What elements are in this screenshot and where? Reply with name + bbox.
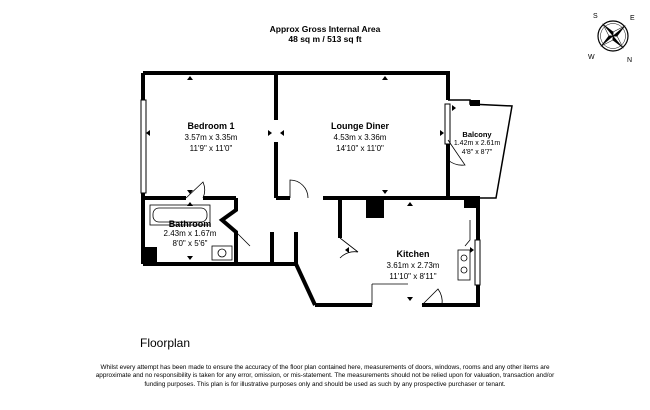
compass-icon: S W N E bbox=[588, 13, 635, 64]
room-label-lounge: Lounge Diner 4.53m x 3.36m 14'10" x 11'0… bbox=[290, 121, 430, 154]
bedroom-imperial: 11'9" x 11'0" bbox=[189, 144, 233, 153]
doors bbox=[185, 139, 466, 259]
kitchen-imperial: 11'10" x 8'11" bbox=[389, 272, 437, 281]
room-label-kitchen: Kitchen 3.61m x 2.73m 11'10" x 8'11" bbox=[350, 249, 476, 282]
pillar bbox=[143, 247, 157, 266]
compass-letter-n: N bbox=[627, 57, 632, 64]
walls bbox=[141, 71, 513, 307]
bathroom-metric: 2.43m x 1.67m bbox=[163, 229, 217, 238]
pillar bbox=[470, 100, 480, 106]
balcony-imperial: 4'8" x 8'7" bbox=[461, 149, 493, 156]
bathroom-name: Bathroom bbox=[168, 219, 212, 229]
room-label-bedroom: Bedroom 1 3.57m x 3.35m 11'9" x 11'0" bbox=[148, 121, 274, 154]
lounge-name: Lounge Diner bbox=[331, 121, 389, 131]
area-title: Approx Gross Internal Area bbox=[269, 24, 381, 34]
pillar bbox=[464, 198, 478, 208]
balcony-name: Balcony bbox=[462, 130, 492, 139]
balcony-metric: 1.42m x 2.61m bbox=[453, 140, 501, 147]
pillar bbox=[366, 200, 384, 218]
plan-label: Floorplan bbox=[140, 336, 191, 350]
compass-letter-e: E bbox=[630, 15, 635, 22]
windows bbox=[140, 99, 481, 286]
compass-letter-s: S bbox=[593, 13, 598, 20]
measure-markers bbox=[146, 76, 474, 301]
kitchen-fixtures bbox=[371, 220, 471, 306]
room-label-bathroom: Bathroom 2.43m x 1.67m 8'0" x 5'6" bbox=[152, 219, 228, 249]
room-label-balcony: Balcony 1.42m x 2.61m 4'8" x 8'7" bbox=[448, 130, 506, 157]
kitchen-name: Kitchen bbox=[396, 249, 430, 259]
lounge-metric: 4.53m x 3.36m bbox=[333, 133, 387, 142]
lounge-imperial: 14'10" x 11'0" bbox=[336, 144, 384, 153]
area-value: 48 sq m / 513 sq ft bbox=[288, 34, 362, 44]
kitchen-metric: 3.61m x 2.73m bbox=[386, 261, 440, 270]
compass-letter-w: W bbox=[588, 54, 595, 61]
bathroom-fixtures bbox=[149, 204, 233, 261]
disclaimer-text: Whilst every attempt has been made to en… bbox=[95, 364, 555, 388]
bathroom-imperial: 8'0" x 5'6" bbox=[172, 239, 208, 248]
bedroom-metric: 3.57m x 3.35m bbox=[184, 133, 238, 142]
bedroom-name: Bedroom 1 bbox=[187, 121, 235, 131]
